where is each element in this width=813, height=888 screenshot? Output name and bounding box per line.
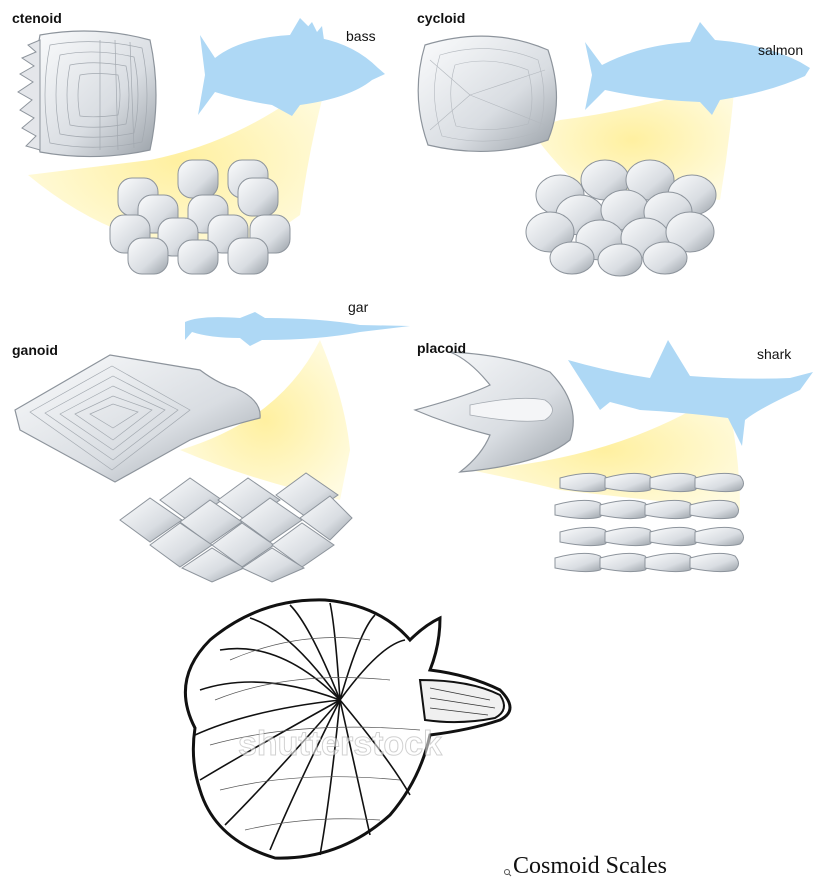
watermark-text: shutterstock	[238, 725, 442, 763]
placoid-panel	[415, 340, 813, 572]
shark-label: shark	[757, 346, 791, 362]
cycloid-scale-pattern	[526, 160, 716, 276]
cycloid-panel	[418, 22, 810, 276]
magnifier-icon	[505, 870, 512, 877]
cycloid-scale-closeup	[418, 36, 556, 151]
ganoid-scale-pattern	[120, 473, 352, 582]
salmon-fish-silhouette	[585, 22, 810, 115]
salmon-label: salmon	[758, 42, 803, 58]
gar-label: gar	[348, 299, 368, 315]
placoid-label: placoid	[417, 340, 466, 356]
placoid-scale-pattern	[555, 473, 744, 571]
ctenoid-panel	[18, 18, 385, 274]
ctenoid-scale-closeup	[18, 31, 156, 157]
gar-fish-silhouette	[185, 312, 410, 346]
cosmoid-caption: Cosmoid Scales	[513, 853, 667, 880]
bass-label: bass	[346, 28, 376, 44]
ganoid-panel	[15, 312, 410, 582]
placoid-scale-closeup	[415, 352, 573, 472]
ctenoid-label: ctenoid	[12, 10, 62, 26]
ganoid-label: ganoid	[12, 342, 58, 358]
cycloid-label: cycloid	[417, 10, 465, 26]
